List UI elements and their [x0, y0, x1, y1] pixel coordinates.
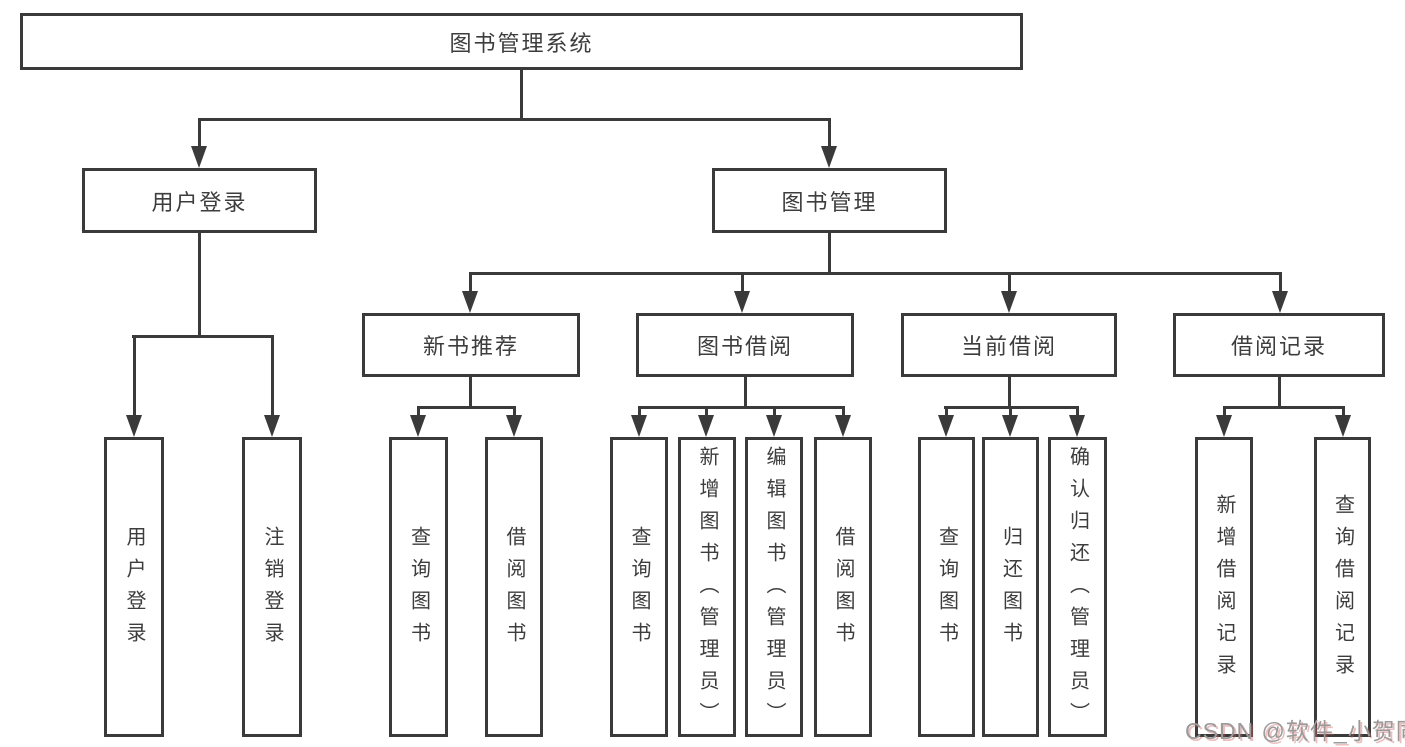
- connector-line: [1342, 406, 1345, 419]
- arrowhead: [126, 415, 142, 437]
- connector-line: [945, 406, 948, 419]
- connector-line: [705, 406, 708, 419]
- connector-line: [1009, 406, 1012, 419]
- arrowhead: [938, 415, 954, 437]
- connector-line: [773, 406, 776, 419]
- connector-line: [1279, 272, 1282, 294]
- connector-line: [744, 377, 747, 409]
- leaf-add-borrow-record: 新增借阅记录: [1195, 437, 1253, 737]
- leaf-logout-label: 注销登录: [261, 526, 283, 654]
- node-user-login-label: 用户登录: [151, 189, 248, 215]
- connector-line: [198, 233, 201, 338]
- arrowhead: [631, 415, 647, 437]
- connector-line: [842, 406, 845, 419]
- arrowhead: [1001, 291, 1017, 313]
- leaf-return-books-label: 归还图书: [999, 526, 1022, 654]
- node-current-borrow: 当前借阅: [901, 313, 1117, 377]
- node-book-management: 图书管理: [712, 168, 947, 233]
- arrowhead: [1069, 415, 1085, 437]
- arrowhead: [1216, 415, 1232, 437]
- arrowhead: [734, 291, 750, 313]
- connector-line: [133, 335, 136, 419]
- connector-line: [513, 406, 516, 419]
- leaf-query-books-recommend-label: 查询图书: [407, 526, 430, 654]
- connector-line: [1278, 377, 1281, 409]
- leaf-add-books-admin-label: 新增图书（管理员）: [696, 446, 718, 734]
- node-root: 图书管理系统: [20, 13, 1023, 70]
- connector-line: [741, 272, 744, 294]
- leaf-query-books-borrow-label: 查询图书: [628, 526, 650, 654]
- leaf-user-login: 用户登录: [104, 437, 164, 737]
- node-new-book-recommend: 新书推荐: [362, 313, 580, 377]
- connector-line: [198, 118, 831, 121]
- connector-line: [828, 118, 831, 150]
- csdn-watermark: CSDN @软件_小贺同学: [1185, 718, 1405, 744]
- connector-line: [271, 335, 274, 419]
- connector-line: [828, 233, 831, 275]
- node-borrow-records: 借阅记录: [1173, 313, 1385, 377]
- arrowhead: [698, 415, 714, 437]
- arrowhead: [410, 415, 426, 437]
- connector-line: [520, 70, 523, 121]
- leaf-query-books-recommend: 查询图书: [389, 437, 448, 737]
- arrowhead: [821, 146, 837, 168]
- node-borrow-records-label: 借阅记录: [1230, 334, 1327, 359]
- leaf-borrow-books-label: 借阅图书: [832, 526, 854, 654]
- leaf-query-books-current-label: 查询图书: [935, 526, 958, 654]
- node-root-label: 图书管理系统: [449, 30, 594, 56]
- connector-line: [1223, 406, 1344, 409]
- arrowhead: [1002, 415, 1018, 437]
- leaf-confirm-return-admin: 确认归还（管理员）: [1048, 437, 1107, 737]
- leaf-borrow-books-recommend-label: 借阅图书: [503, 526, 525, 654]
- connector-line: [1223, 406, 1226, 419]
- connector-line: [1076, 406, 1079, 419]
- node-current-borrow-label: 当前借阅: [960, 334, 1057, 359]
- leaf-borrow-books-recommend: 借阅图书: [485, 437, 543, 737]
- connector-line: [469, 377, 472, 409]
- leaf-edit-books-admin: 编辑图书（管理员）: [745, 437, 803, 737]
- arrowhead: [766, 415, 782, 437]
- arrowhead: [835, 415, 851, 437]
- connector-line: [638, 406, 844, 409]
- leaf-query-borrow-record-label: 查询借阅记录: [1331, 494, 1354, 686]
- leaf-logout: 注销登录: [242, 437, 302, 737]
- leaf-query-books-current: 查询图书: [918, 437, 975, 737]
- connector-line: [1008, 272, 1011, 294]
- connector-line: [469, 272, 472, 294]
- arrowhead: [506, 415, 522, 437]
- leaf-edit-books-admin-label: 编辑图书（管理员）: [763, 446, 785, 734]
- connector-line: [1008, 377, 1011, 409]
- leaf-query-borrow-record: 查询借阅记录: [1314, 437, 1371, 737]
- leaf-user-login-label: 用户登录: [123, 526, 145, 654]
- arrowhead: [1272, 291, 1288, 313]
- leaf-confirm-return-admin-label: 确认归还（管理员）: [1066, 446, 1089, 734]
- arrowhead: [462, 291, 478, 313]
- arrowhead: [264, 415, 280, 437]
- connector-line: [417, 406, 420, 419]
- node-new-book-recommend-label: 新书推荐: [422, 334, 519, 359]
- leaf-add-borrow-record-label: 新增借阅记录: [1213, 494, 1235, 686]
- connector-line: [469, 272, 1282, 275]
- arrowhead: [1335, 415, 1351, 437]
- connector-line: [198, 118, 201, 150]
- node-book-borrow: 图书借阅: [636, 313, 854, 377]
- leaf-query-books-borrow: 查询图书: [610, 437, 668, 737]
- leaf-return-books: 归还图书: [982, 437, 1039, 737]
- connector-line: [638, 406, 641, 419]
- connector-line: [132, 335, 274, 338]
- arrowhead: [191, 146, 207, 168]
- node-book-management-label: 图书管理: [781, 189, 878, 215]
- leaf-borrow-books: 借阅图书: [814, 437, 872, 737]
- node-book-borrow-label: 图书借阅: [696, 334, 793, 359]
- connector-line: [417, 406, 516, 409]
- leaf-add-books-admin: 新增图书（管理员）: [678, 437, 736, 737]
- node-user-login: 用户登录: [82, 168, 317, 233]
